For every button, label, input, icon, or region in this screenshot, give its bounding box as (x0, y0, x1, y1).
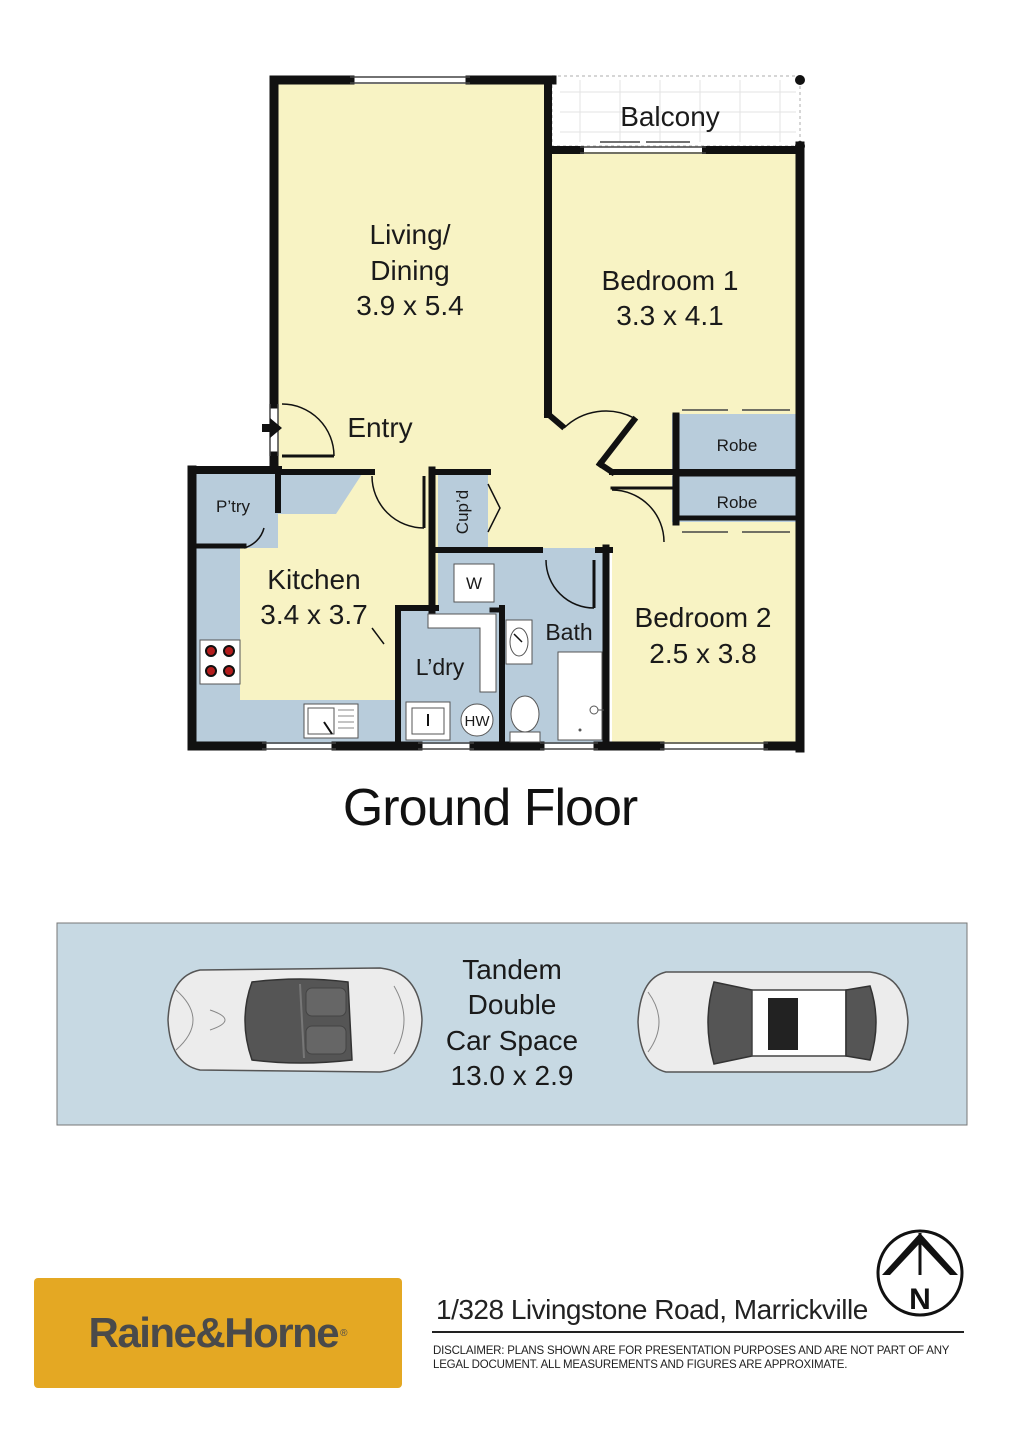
basin-icon (505, 619, 533, 665)
hot-water-icon (460, 703, 494, 737)
bedroom-1-dims: 3.3 x 4.1 (616, 300, 723, 331)
toilet-icon (509, 695, 541, 743)
fixtures (199, 563, 604, 743)
living-dining-area (278, 84, 672, 548)
sedan-car-icon (637, 971, 909, 1073)
kitchen-sink-icon (303, 703, 359, 739)
living-label-2: Dining (370, 255, 449, 286)
kitchen-area (240, 474, 438, 700)
car-space-line-1: Tandem (462, 954, 562, 985)
bedroom-2-label: Bedroom 2 (635, 602, 772, 633)
robe-2-area (672, 476, 798, 522)
room-labels: Balcony Living/ Dining 3.9 x 5.4 Entry B… (216, 101, 771, 730)
cupboard-area (438, 474, 488, 548)
compass-letter: N (909, 1283, 931, 1316)
cooktop-icon (199, 639, 241, 685)
bedroom-1-label: Bedroom 1 (602, 265, 739, 296)
address-rule (432, 1331, 964, 1333)
north-compass-icon: N (876, 1229, 964, 1317)
entry-arrow-icon (262, 418, 282, 438)
entry-label: Entry (347, 412, 412, 443)
brand-logo: Raine&Horne® (34, 1278, 402, 1388)
kitchen-dims: 3.4 x 3.7 (260, 599, 367, 630)
doors (243, 403, 665, 645)
registered-mark: ® (340, 1327, 348, 1339)
car-space-line-3: Car Space (446, 1025, 578, 1056)
laundry-label: L’dry (416, 654, 465, 680)
kitchen-label: Kitchen (267, 564, 360, 595)
balcony-label: Balcony (620, 101, 720, 132)
pantry-label: P’try (216, 497, 251, 516)
hot-water-label: HW (465, 713, 491, 730)
car-space: Tandem Double Car Space 13.0 x 2.9 (56, 922, 968, 1126)
property-address: 1/328 Livingstone Road, Marrickville (436, 1294, 868, 1325)
disclaimer-text: DISCLAIMER: PLANS SHOWN ARE FOR PRESENTA… (433, 1345, 950, 1371)
kitchen-upper-bench (278, 474, 362, 514)
washer-label: W (466, 574, 482, 593)
balcony (551, 75, 805, 151)
brand-name: Raine&Horne (88, 1309, 340, 1356)
washer-icon (453, 563, 495, 603)
bedroom-2-dims: 2.5 x 3.8 (649, 638, 756, 669)
car-space-line-2: Double (468, 989, 557, 1020)
robe-2-label: Robe (717, 493, 758, 512)
cupboard-label: Cup’d (453, 490, 472, 534)
convertible-car-icon (167, 967, 423, 1073)
bath-label: Bath (545, 619, 592, 645)
laundry-tub-icon (405, 701, 451, 741)
car-space-dims: 13.0 x 2.9 (451, 1060, 574, 1091)
pantry-area (196, 474, 278, 548)
bedroom-2-area (612, 516, 798, 744)
floor-title: Ground Floor (342, 779, 638, 837)
laundry-bench (427, 613, 497, 693)
living-dims: 3.9 x 5.4 (356, 290, 463, 321)
walls (187, 75, 805, 753)
shower-icon (557, 651, 604, 741)
robe-1-area (672, 414, 798, 470)
floor-plan: Balcony Living/ Dining 3.9 x 5.4 Entry B… (187, 75, 805, 753)
living-label-1: Living/ (370, 219, 451, 250)
robe-1-label: Robe (717, 436, 758, 455)
